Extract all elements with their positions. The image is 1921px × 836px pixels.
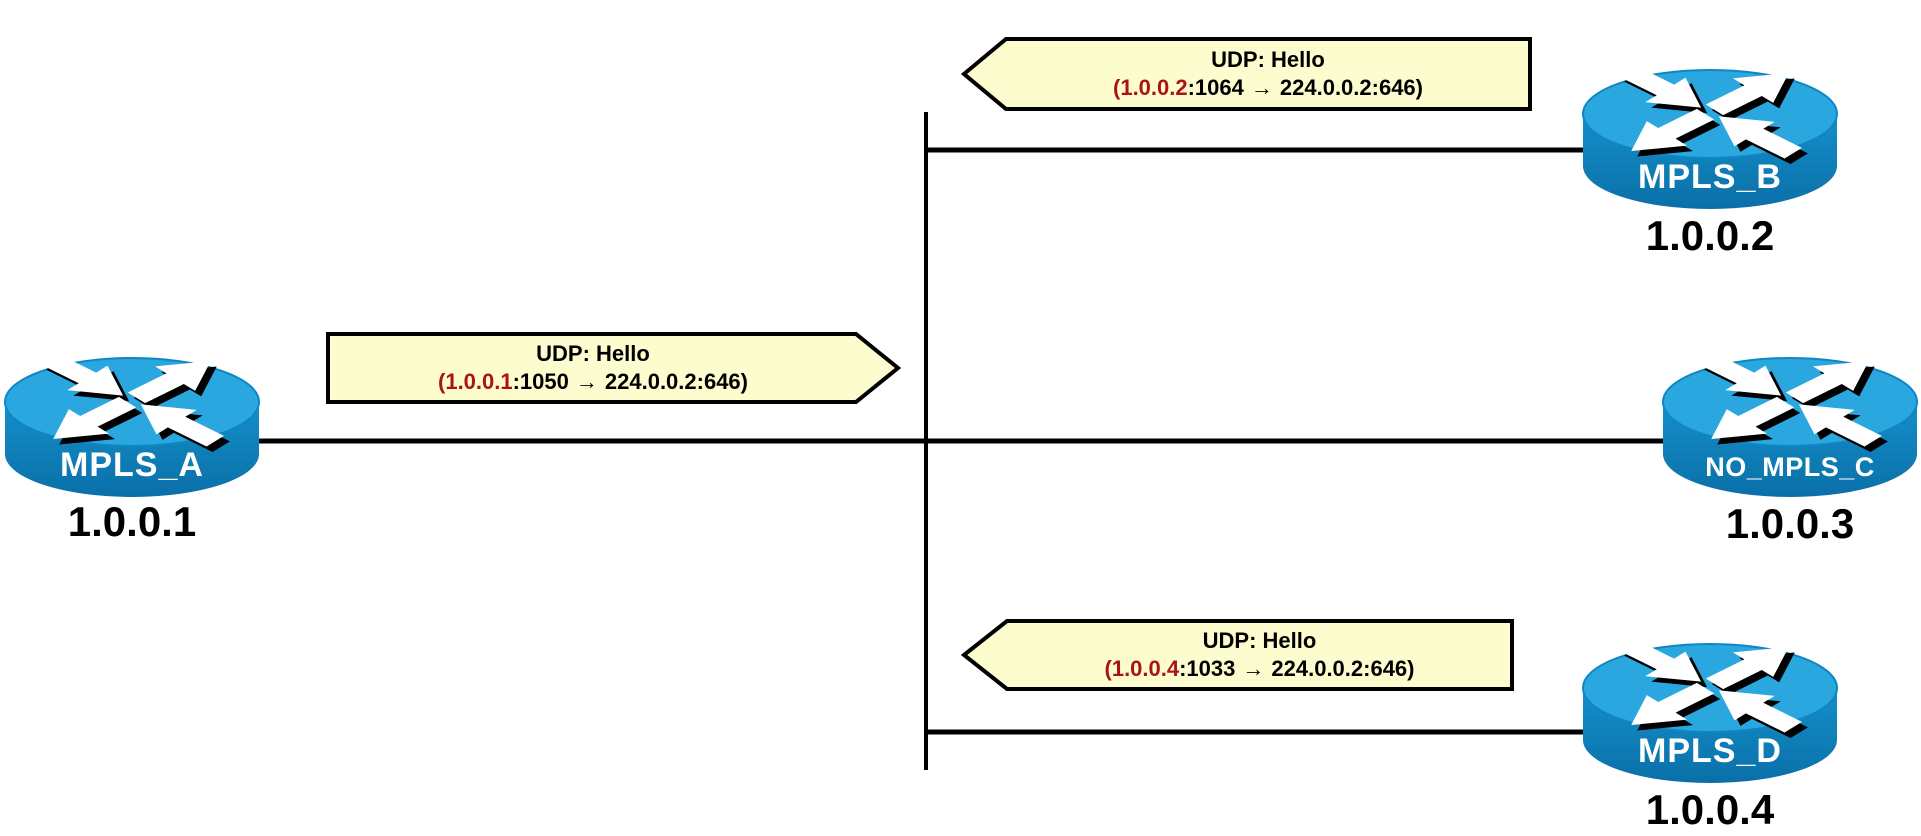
hello-banner-from-mpls-b: UDP: Hello (1.0.0.2:1064→224.0.0.2:646) bbox=[961, 36, 1533, 112]
router-no-mpls-c: NO_MPLS_C bbox=[1660, 356, 1920, 498]
banner-arrow-shape-right bbox=[326, 332, 901, 404]
banner-text: UDP: Hello (1.0.0.2:1064→224.0.0.2:646) bbox=[1006, 36, 1530, 112]
open-paren: ( bbox=[1113, 75, 1121, 100]
source-ip: 1.0.0.1 bbox=[445, 369, 513, 394]
flow-arrow-icon: → bbox=[1242, 656, 1265, 681]
flow-arrow-icon: → bbox=[575, 369, 598, 394]
router-ip-label-no-mpls-c: 1.0.0.3 bbox=[1725, 500, 1855, 547]
banner-arrow-shape-left bbox=[961, 37, 1532, 111]
hello-banner-from-mpls-a: UDP: Hello (1.0.0.1:1050→224.0.0.2:646) bbox=[325, 331, 901, 405]
source-ip: 1.0.0.4 bbox=[1111, 656, 1180, 681]
banner-flow: (1.0.0.4:1033→224.0.0.2:646) bbox=[1007, 655, 1512, 683]
router-mpls-d: MPLS_D bbox=[1580, 642, 1840, 784]
destination: 224.0.0.2:646) bbox=[604, 369, 748, 394]
router-name-label: MPLS_A bbox=[60, 446, 204, 484]
source-port: :1064 bbox=[1187, 75, 1244, 100]
banner-text: UDP: Hello (1.0.0.1:1050→224.0.0.2:646) bbox=[329, 331, 857, 405]
banner-text: UDP: Hello (1.0.0.4:1033→224.0.0.2:646) bbox=[1007, 618, 1512, 692]
flow-arrow-icon: → bbox=[1250, 75, 1273, 100]
banner-title: UDP: Hello bbox=[1202, 628, 1317, 653]
source-ip: 1.0.0.2 bbox=[1120, 75, 1188, 100]
router-mpls-b: MPLS_B bbox=[1580, 68, 1840, 210]
router-ip-label-mpls-a: 1.0.0.1 bbox=[67, 498, 197, 545]
banner-arrow-shape-left bbox=[961, 619, 1514, 691]
banner-title: UDP: Hello bbox=[1211, 47, 1325, 72]
router-name-label: MPLS_B bbox=[1638, 158, 1782, 196]
source-port: :1033 bbox=[1179, 656, 1236, 681]
router-mpls-a: MPLS_A bbox=[2, 356, 262, 498]
open-paren: ( bbox=[438, 369, 446, 394]
banner-flow: (1.0.0.2:1064→224.0.0.2:646) bbox=[1006, 74, 1530, 102]
destination: 224.0.0.2:646) bbox=[1271, 656, 1415, 681]
router-ip-label-mpls-b: 1.0.0.2 bbox=[1645, 212, 1775, 259]
banner-flow: (1.0.0.1:1050→224.0.0.2:646) bbox=[329, 368, 857, 396]
banner-title: UDP: Hello bbox=[536, 341, 650, 366]
destination: 224.0.0.2:646) bbox=[1279, 75, 1423, 100]
open-paren: ( bbox=[1104, 656, 1112, 681]
source-port: :1050 bbox=[512, 369, 569, 394]
router-name-label: NO_MPLS_C bbox=[1705, 452, 1875, 482]
router-name-label: MPLS_D bbox=[1638, 732, 1782, 770]
router-ip-label-mpls-d: 1.0.0.4 bbox=[1645, 786, 1775, 833]
hello-banner-from-mpls-d: UDP: Hello (1.0.0.4:1033→224.0.0.2:646) bbox=[961, 618, 1515, 692]
